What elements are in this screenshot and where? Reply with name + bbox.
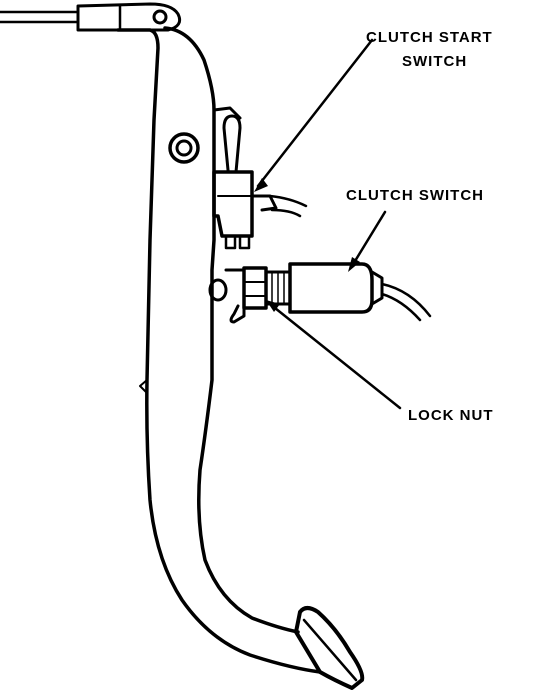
clutch-start-switch-label-line1: CLUTCH START xyxy=(366,29,493,46)
clutch-switch xyxy=(208,262,432,324)
pivot-bushing xyxy=(168,132,200,164)
pushrod-linkage xyxy=(0,2,182,32)
clutch-switch-label: CLUTCH SWITCH xyxy=(346,187,484,204)
lock-nut-label: LOCK NUT xyxy=(408,407,494,424)
pedal-pad xyxy=(294,606,365,690)
callout-labels: CLUTCH START SWITCH CLUTCH SWITCH LOCK N… xyxy=(346,29,494,424)
pedal-arm xyxy=(116,26,322,674)
leader-lines xyxy=(254,38,402,410)
clutch-start-switch-label-line2: SWITCH xyxy=(402,53,467,70)
clutch-start-switch xyxy=(212,114,308,250)
